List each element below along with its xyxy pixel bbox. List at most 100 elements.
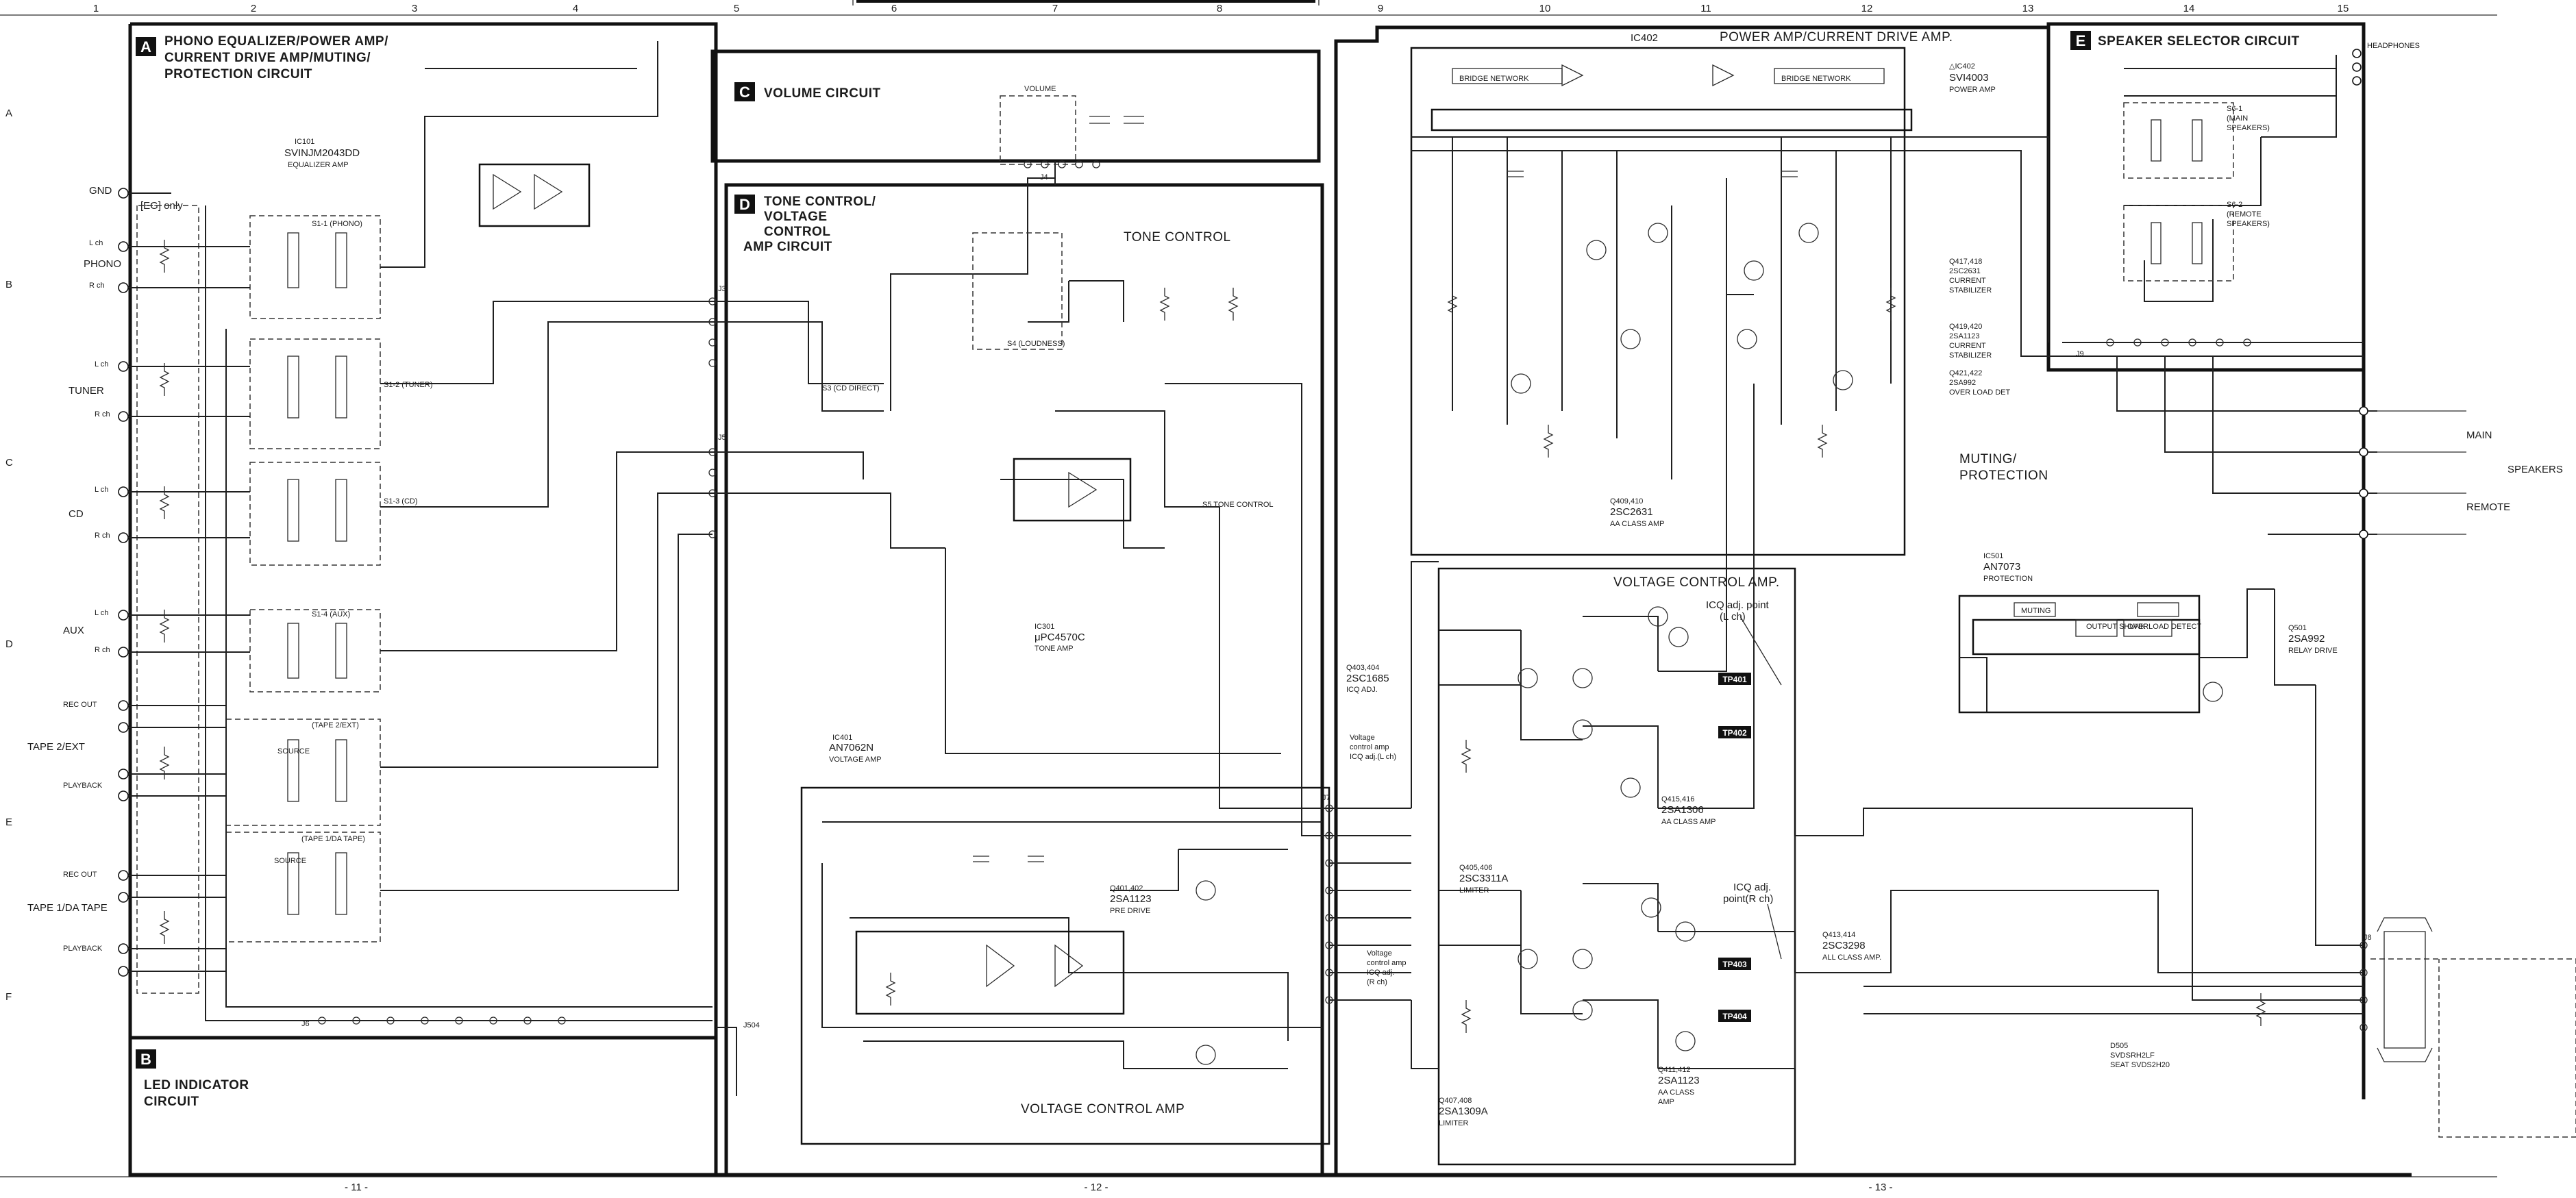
ic401-label-3: VOLTAGE AMP xyxy=(829,756,882,764)
q405-2: 2SC3311A xyxy=(1459,873,1508,884)
ic402-top-label: IC402 xyxy=(1631,32,1658,44)
vc-rch-1: Voltage xyxy=(1367,949,1392,958)
conn-j6: J6 xyxy=(301,1020,310,1028)
s6-1-3: SPEAKERS) xyxy=(2227,124,2270,132)
ic401-label-1: IC401 xyxy=(832,734,852,742)
icq-adj-lch-2: (L ch) xyxy=(1720,611,1746,623)
q411-4: AMP xyxy=(1658,1098,1674,1106)
cd-lch: L ch xyxy=(95,486,108,494)
q411-1: Q411,412 xyxy=(1658,1066,1691,1074)
block-D-title-1: TONE CONTROL/ xyxy=(764,195,876,209)
ic301-label-3: TONE AMP xyxy=(1035,645,1074,653)
q403-2: 2SC1685 xyxy=(1346,673,1389,684)
vc-lch-1: Voltage xyxy=(1350,734,1375,742)
col-2: 2 xyxy=(251,3,256,14)
row-letters: A B C D E F xyxy=(5,108,13,1003)
block-E-header: E SPEAKER SELECTOR CIRCUIT xyxy=(2070,31,2299,50)
col-9: 9 xyxy=(1378,3,1383,14)
s1-3-label: S1-3 (CD) xyxy=(384,497,418,506)
main-label: MAIN xyxy=(2466,429,2492,441)
q421-2: 2SA992 xyxy=(1949,379,1976,387)
d505-1: D505 xyxy=(2110,1042,2128,1050)
bridge-network-1: BRIDGE NETWORK xyxy=(1459,75,1529,83)
playback-2: PLAYBACK xyxy=(63,945,103,953)
d505-2: SVDSRH2LF xyxy=(2110,1051,2155,1060)
headphones-label: HEADPHONES xyxy=(2367,42,2420,50)
grid-border xyxy=(0,0,2497,1177)
tp402: TP402 xyxy=(1722,728,1747,738)
q417-2: 2SC2631 xyxy=(1949,267,1981,275)
block-D-title-2: VOLTAGE xyxy=(764,210,828,224)
s6-2-2: (REMOTE xyxy=(2227,210,2262,219)
page-number-12: - 12 - xyxy=(1084,1182,1108,1193)
col-12: 12 xyxy=(1861,3,1873,14)
row-C: C xyxy=(5,457,13,469)
col-4: 4 xyxy=(573,3,578,14)
col-7: 7 xyxy=(1052,3,1058,14)
tape2-label: TAPE 2/EXT xyxy=(27,741,85,753)
tape1-label: TAPE 1/DA TAPE xyxy=(27,902,108,914)
remote-label: REMOTE xyxy=(2466,501,2510,513)
block-D-title-3: CONTROL xyxy=(764,225,830,239)
q411-3: AA CLASS xyxy=(1658,1088,1694,1097)
row-B: B xyxy=(5,279,12,290)
q415-2: 2SA1306 xyxy=(1661,804,1704,816)
col-6: 6 xyxy=(891,3,897,14)
s3-label: S3 (CD DIRECT) xyxy=(822,384,880,392)
s1-1-label: S1-1 (PHONO) xyxy=(312,220,362,228)
test-points: TP401 TP402 TP403 TP404 xyxy=(1718,673,1751,1022)
block-D-letter: D xyxy=(739,196,750,213)
q407-1: Q407,408 xyxy=(1439,1097,1472,1105)
ic301-label-2: μPC4570C xyxy=(1035,632,1085,643)
tuner-rch: R ch xyxy=(95,410,110,419)
icq-adj-lch-1: ICQ adj. point xyxy=(1706,599,1770,611)
bridge-network-2: BRIDGE NETWORK xyxy=(1781,75,1851,83)
voltage-control-amp-bottom: VOLTAGE CONTROL AMP xyxy=(1021,1102,1185,1116)
row-E: E xyxy=(5,816,12,828)
block-A-letter: A xyxy=(140,38,151,55)
conn-j3: J3 xyxy=(718,285,726,293)
block-A-title-3: PROTECTION CIRCUIT xyxy=(164,67,312,82)
s1-2-label: S1-2 (TUNER) xyxy=(384,381,433,389)
phono-label: PHONO xyxy=(84,258,121,270)
aux-rch: R ch xyxy=(95,646,110,654)
tp404: TP404 xyxy=(1722,1012,1747,1021)
page-number-11: - 11 - xyxy=(345,1182,368,1193)
s6-1-2: (MAIN xyxy=(2227,114,2248,123)
aux-lch: L ch xyxy=(95,609,108,617)
connectors: J3 J4 J5 J6 J7 J8 J9 J504 xyxy=(301,160,2433,1062)
block-A-title-1: PHONO EQUALIZER/POWER AMP/ xyxy=(164,34,388,49)
conn-j8: J8 xyxy=(2364,934,2372,942)
q419-1: Q419,420 xyxy=(1949,323,1982,331)
speaker-selector: S6-1 (MAIN SPEAKERS) S6-2 (REMOTE SPEAKE… xyxy=(2123,49,2576,1138)
mute-block-label: MUTING xyxy=(2021,607,2051,615)
q415-3: AA CLASS AMP xyxy=(1661,818,1716,826)
row-D: D xyxy=(5,638,13,650)
vc-rch-4: (R ch) xyxy=(1367,978,1387,986)
q409-3: AA CLASS AMP xyxy=(1610,520,1664,528)
transistor-labels: Q417,418 2SC2631 CURRENT STABILIZER Q419… xyxy=(1110,258,2338,1127)
source-2: SOURCE xyxy=(274,857,306,865)
tuner-lch: L ch xyxy=(95,360,108,369)
q401-2: 2SA1123 xyxy=(1110,893,1152,905)
ic501-label-2: AN7073 xyxy=(1983,561,2020,573)
output-shunk-label: OUTPUT SHUNK xyxy=(2086,623,2146,631)
ic501-label-3: PROTECTION xyxy=(1983,575,2033,583)
vc-rch-3: ICQ adj. xyxy=(1367,969,1394,977)
voltage-control-amp-top: VOLTAGE CONTROL AMP. xyxy=(1613,575,1780,590)
ic402-label-2: SVI4003 xyxy=(1949,72,1989,84)
s2-label: (TAPE 2/EXT) xyxy=(312,721,359,729)
col-5: 5 xyxy=(734,3,739,14)
tone-control-label: TONE CONTROL xyxy=(1124,230,1231,245)
gnd-label: GND xyxy=(89,185,112,197)
col-13: 13 xyxy=(2022,3,2034,14)
col-8: 8 xyxy=(1217,3,1222,14)
row-F: F xyxy=(5,991,12,1003)
aux-label: AUX xyxy=(63,625,84,636)
annotations: ICQ adj. point (L ch) ICQ adj. point(R c… xyxy=(1350,599,2170,1069)
q413-2: 2SC3298 xyxy=(1822,940,1866,951)
q409-1: Q409,410 xyxy=(1610,497,1643,506)
q501-3: RELAY DRIVE xyxy=(2288,647,2338,655)
q417-4: STABILIZER xyxy=(1949,286,1992,295)
block-D-header: D TONE CONTROL/ VOLTAGE CONTROL AMP CIRC… xyxy=(734,195,876,254)
